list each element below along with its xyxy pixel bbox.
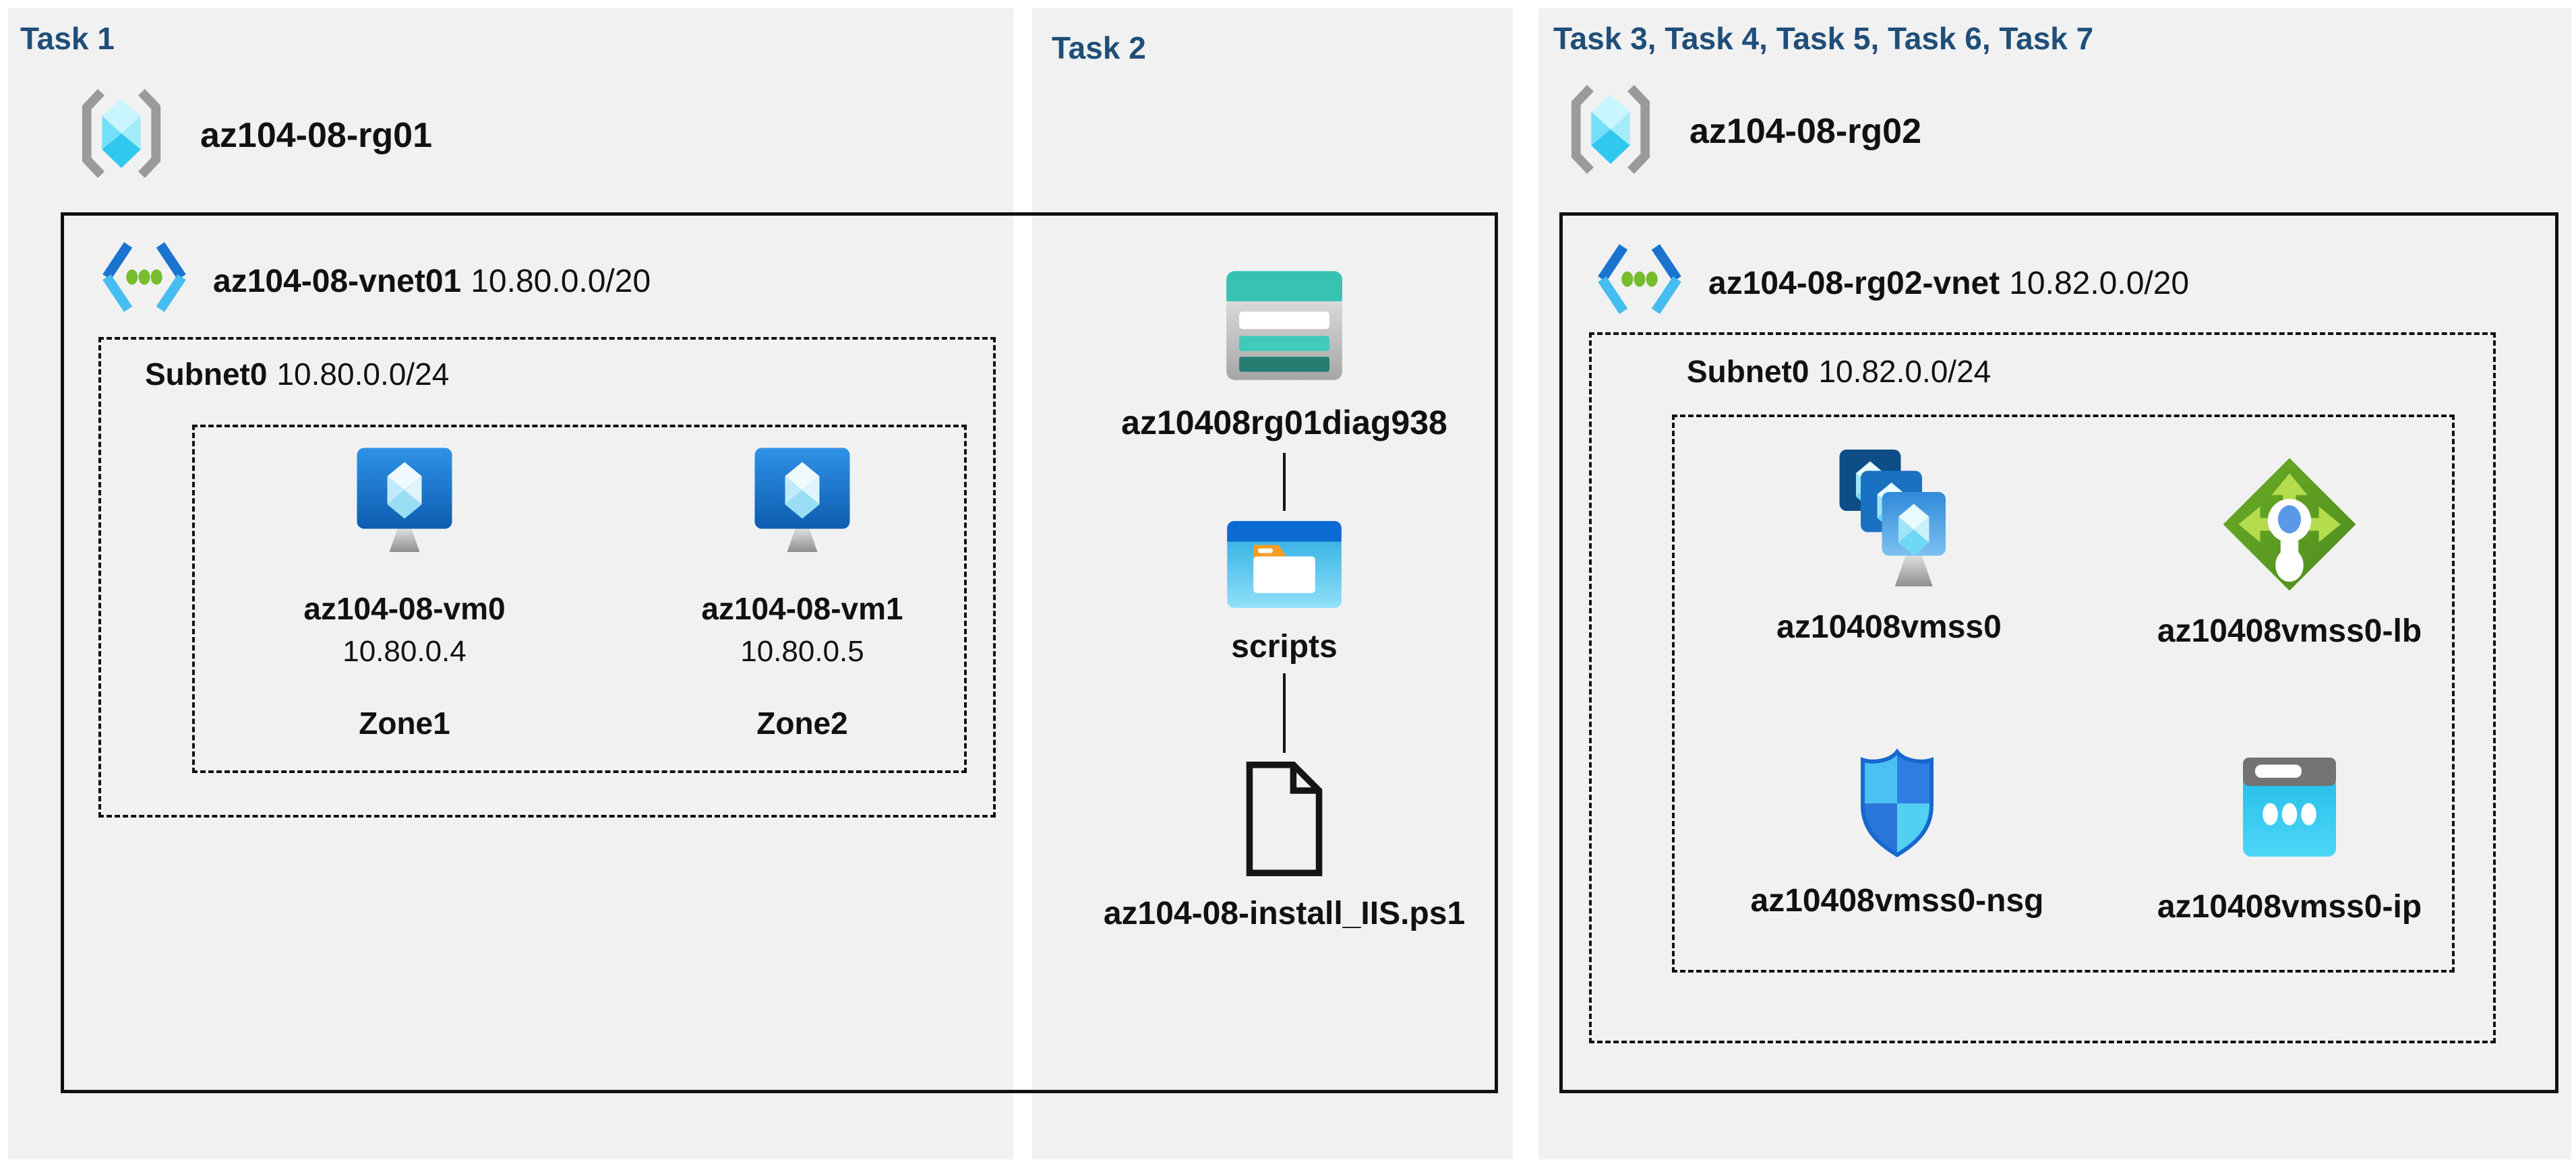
vm-ip: 10.80.0.5 [740,635,864,668]
vm-scale-set-icon [1823,445,1955,599]
virtual-network-icon [94,237,194,325]
virtual-machine-icon [354,445,455,572]
rg02-resources-box [1559,212,2558,1093]
storage-account-label: az10408rg01diag938 [1121,404,1447,441]
subnet-box-task1 [98,337,996,818]
script-file-icon [1242,760,1327,882]
network-security-group-icon [1851,747,1944,863]
resource-group-box-task3 [1672,415,2455,973]
panel-task3 [1538,8,2571,1159]
vm-item-vm0: az104-08-vm0 10.80.0.4 Zone1 [270,445,539,741]
rg01-resources-box [61,212,1498,1093]
resource-group-row-rg01: az104-08-rg01 [71,86,432,184]
vmss-label: az10408vmss0 [1776,609,2002,645]
resource-item-public-ip: az10408vmss0-ip [2148,754,2431,925]
connector-line [1283,453,1286,511]
resource-group-icon [1560,82,1661,180]
resource-group-icon [71,86,172,184]
vm-item-vm1: az104-08-vm1 10.80.0.5 Zone2 [667,445,937,741]
public-ip-icon [2239,754,2340,864]
resource-group-row-rg02: az104-08-rg02 [1560,82,1921,180]
subnet-box-task3 [1589,332,2496,1043]
task1-title: Task 1 [20,21,115,56]
resource-item-vmss: az10408vmss0 [1747,445,2031,646]
storage-account-icon [1223,268,1346,387]
vm-group-box-task1 [192,425,967,773]
task3-title: Task 3, Task 4, Task 5, Task 6, Task 7 [1553,21,2094,56]
panel-task1 [8,8,1013,1159]
folder-label: scripts [1231,629,1338,665]
vm-ip: 10.80.0.4 [342,635,467,668]
virtual-machine-icon [752,445,853,572]
nsg-label: az10408vmss0-nsg [1750,883,2044,919]
load-balancer-icon [2218,453,2361,599]
vm-zone: Zone1 [359,706,450,741]
task2-title: Task 2 [1052,30,1146,65]
load-balancer-label: az10408vmss0-lb [2157,613,2422,649]
public-ip-label: az10408vmss0-ip [2157,889,2422,925]
resource-item-nsg: az10408vmss0-nsg [1751,747,2043,919]
vm-name: az104-08-vm0 [303,591,506,626]
folder-icon [1224,518,1345,615]
resource-group-label: az104-08-rg02 [1689,111,1921,151]
resource-group-label: az104-08-rg01 [200,115,432,155]
task2-column: az10408rg01diag938 scripts az104-08-inst… [1104,268,1465,932]
virtual-network-icon [1590,239,1689,327]
vm-zone: Zone2 [756,706,848,741]
script-file-label: az104-08-install_IIS.ps1 [1103,896,1466,931]
vm-name: az104-08-vm1 [701,591,903,626]
resource-item-load-balancer: az10408vmss0-lb [2148,453,2431,650]
connector-line [1283,673,1286,753]
